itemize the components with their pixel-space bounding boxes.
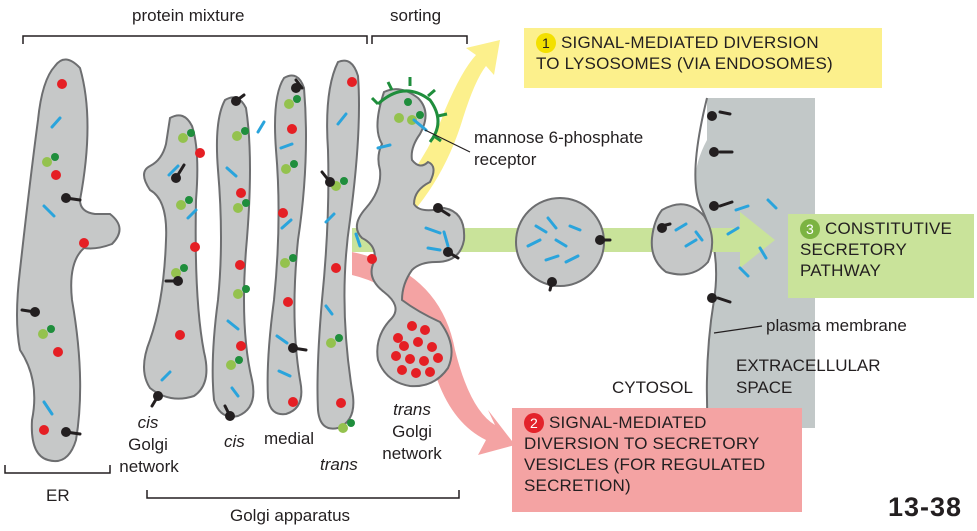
green-cargo-dots — [38, 95, 424, 433]
blue-cargo-rods — [42, 112, 778, 416]
medial-label: medial — [264, 429, 315, 448]
brackets — [4, 35, 468, 499]
trans-label: trans — [320, 455, 358, 474]
cis-golgi-network-label-golgi: Golgi — [128, 435, 168, 454]
pathway-2-number: 2 — [524, 413, 544, 433]
cis-label: cis — [224, 432, 245, 451]
pathway-2-line4: SECRETION) — [524, 476, 631, 495]
protein-mixture-label: protein mixture — [132, 6, 245, 25]
pathway-3-line2: SECRETORY — [800, 240, 907, 259]
trans-golgi-network-label-golgi: Golgi — [392, 422, 432, 441]
pathway-1-line1: SIGNAL-MEDIATED DIVERSION — [561, 33, 819, 52]
sorting-label: sorting — [390, 6, 442, 25]
cytosol-label: CYTOSOL — [612, 378, 693, 397]
pathway-1-box: 1 SIGNAL-MEDIATED DIVERSION TO LYSOSOMES … — [524, 28, 882, 88]
fusing-vesicle — [650, 203, 714, 276]
lysosome-pathway-arrow — [358, 40, 500, 245]
plasma-membrane-label: plasma membrane — [766, 316, 907, 335]
golgi-apparatus-label: Golgi apparatus — [230, 506, 351, 525]
pathway-3-box: 3 CONSTITUTIVE SECRETORY PATHWAY — [788, 214, 974, 298]
leader-lines — [424, 129, 763, 334]
pathway-2-line3: VESICLES (FOR REGULATED — [524, 455, 766, 474]
pathway-1-number: 1 — [536, 33, 556, 53]
mannose-receptor-label-line2: receptor — [474, 150, 537, 169]
trans-golgi-network — [355, 88, 466, 388]
trans-golgi-network-label-trans: trans — [393, 400, 431, 419]
plasma-membrane-line — [694, 97, 718, 429]
cis-golgi-network-label-cis: cis — [137, 413, 159, 432]
pathway-2-line1: SIGNAL-MEDIATED — [549, 413, 707, 432]
cis-cisterna — [211, 96, 255, 418]
extracellular-label-line2: SPACE — [736, 378, 793, 397]
pathway-1-line2: TO LYSOSOMES (VIA ENDOSOMES) — [536, 54, 833, 73]
er-label: ER — [46, 486, 70, 505]
pathway-3-number: 3 — [800, 219, 820, 239]
mannose-receptor-label-line1: mannose 6-phosphate — [474, 128, 644, 147]
clathrin-coat — [370, 77, 448, 143]
er-organelle — [16, 58, 121, 462]
figure-number: 13-38 — [888, 492, 963, 522]
membrane-receptor-pins — [20, 78, 734, 437]
red-cargo-dots — [39, 77, 443, 435]
pathway-2-line2: DIVERSION TO SECRETORY — [524, 434, 760, 453]
trans-golgi-network-label-network: network — [382, 444, 442, 463]
cis-golgi-network-label-network: network — [119, 457, 179, 476]
extracellular-space-region — [695, 98, 815, 428]
medial-cisterna — [266, 74, 307, 416]
pathway-3-line3: PATHWAY — [800, 261, 882, 280]
pathway-3-line1: CONSTITUTIVE — [825, 219, 953, 238]
extracellular-label-line1: EXTRACELLULAR — [736, 356, 881, 375]
cis-golgi-network-cisterna — [143, 114, 208, 400]
